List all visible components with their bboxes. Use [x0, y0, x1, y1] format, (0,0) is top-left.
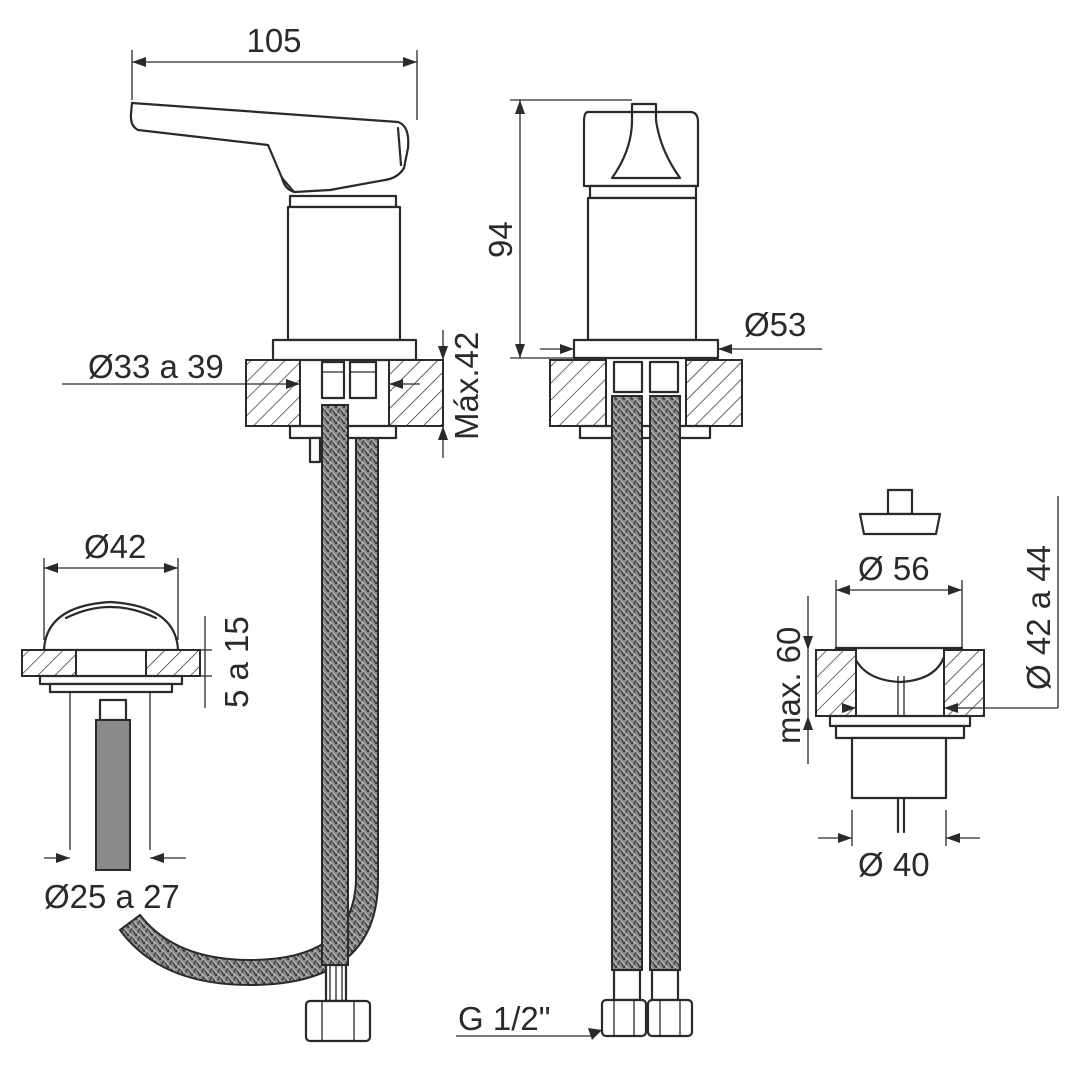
faucet-body	[286, 205, 402, 342]
front-base	[572, 338, 720, 360]
dim-max-thickness: Máx.42	[448, 332, 485, 440]
hose-nut	[304, 999, 372, 1043]
dim-waste-max: max. 60	[770, 627, 807, 744]
faucet-front-view: 94 Ø53 G 1/2"	[456, 99, 822, 1040]
waste-plug-top	[886, 488, 914, 516]
front-hose-right	[649, 395, 681, 971]
dim-popup-cap: Ø42	[84, 528, 146, 565]
dim-waste-body: Ø 40	[858, 846, 930, 883]
waste-detail: Ø 56 max. 60 Ø 42 a 44 Ø 40	[770, 488, 1059, 883]
dim-body-height: 94	[482, 221, 519, 258]
popup-cap	[42, 600, 180, 652]
dim-hole-diameter: Ø33 a 39	[88, 348, 224, 385]
popup-detail: Ø42 5 a 15 Ø25 a 27	[21, 528, 255, 915]
handle-collar	[288, 194, 398, 209]
dim-waste-flange: Ø 56	[858, 550, 930, 587]
dim-connection: G 1/2"	[458, 1000, 550, 1037]
handle-lever	[129, 101, 410, 194]
hose-straight	[321, 404, 349, 966]
dim-handle-length: 105	[246, 22, 301, 59]
dim-base-diameter: Ø53	[744, 306, 806, 343]
front-nut-right	[646, 998, 694, 1038]
front-hose-left	[611, 395, 643, 971]
popup-rod	[95, 719, 131, 871]
dim-popup-range: 5 a 15	[218, 616, 255, 708]
faucet-base	[271, 338, 418, 362]
waste-body	[850, 736, 948, 800]
dim-popup-hole: Ø25 a 27	[44, 878, 180, 915]
countertop-section	[245, 359, 301, 427]
front-nut-left	[600, 998, 648, 1038]
faucet-side-view: 105 Ø33 a 39 Máx.42	[62, 22, 485, 1043]
dim-waste-hole: Ø 42 a 44	[1020, 545, 1057, 690]
front-handle	[582, 110, 700, 188]
